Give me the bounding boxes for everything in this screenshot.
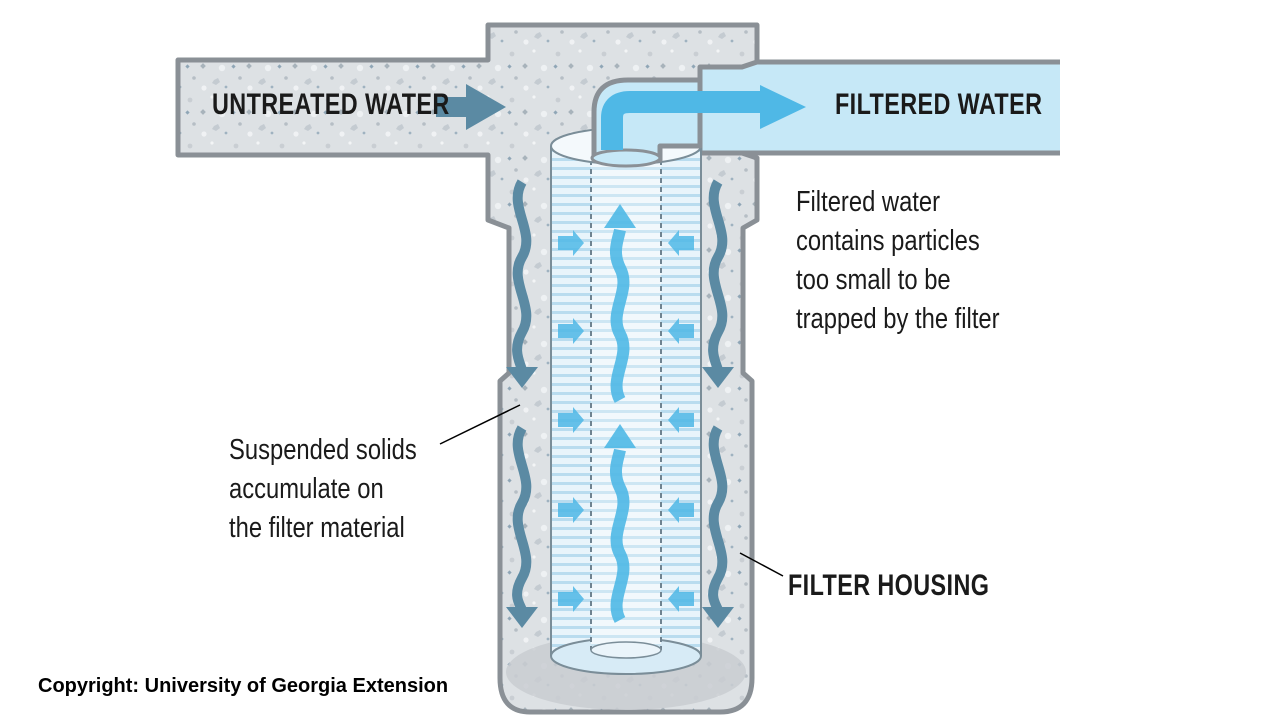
note-line: too small to be xyxy=(796,264,951,296)
filtered-water-note: Filtered water contains particles too sm… xyxy=(796,183,1000,339)
note-line: trapped by the filter xyxy=(796,303,1000,335)
note-line: contains particles xyxy=(796,225,980,257)
note-line: accumulate on xyxy=(229,473,384,505)
copyright-text: Copyright: University of Georgia Extensi… xyxy=(38,675,449,697)
wavy-arrow-up-icon xyxy=(609,228,630,623)
outlet-elbow xyxy=(590,77,806,168)
wavy-arrow-down-icon xyxy=(512,179,728,612)
inlet-arrow-icon xyxy=(436,84,506,130)
filtered-arrow-head xyxy=(760,85,806,129)
suspended-solids-note: Suspended solids accumulate on the filte… xyxy=(229,431,417,548)
note-line: Suspended solids xyxy=(229,434,417,466)
note-line: Filtered water xyxy=(796,186,941,218)
chevron-arrow-icon xyxy=(558,230,694,612)
note-line: the filter material xyxy=(229,512,405,544)
housing-leader-line xyxy=(739,552,784,577)
filtered-water-label: FILTERED WATER xyxy=(835,88,1043,121)
solids-leader-line xyxy=(439,404,521,445)
filter-housing-label: FILTER HOUSING xyxy=(788,569,990,602)
untreated-water-label: UNTREATED WATER xyxy=(212,88,450,121)
